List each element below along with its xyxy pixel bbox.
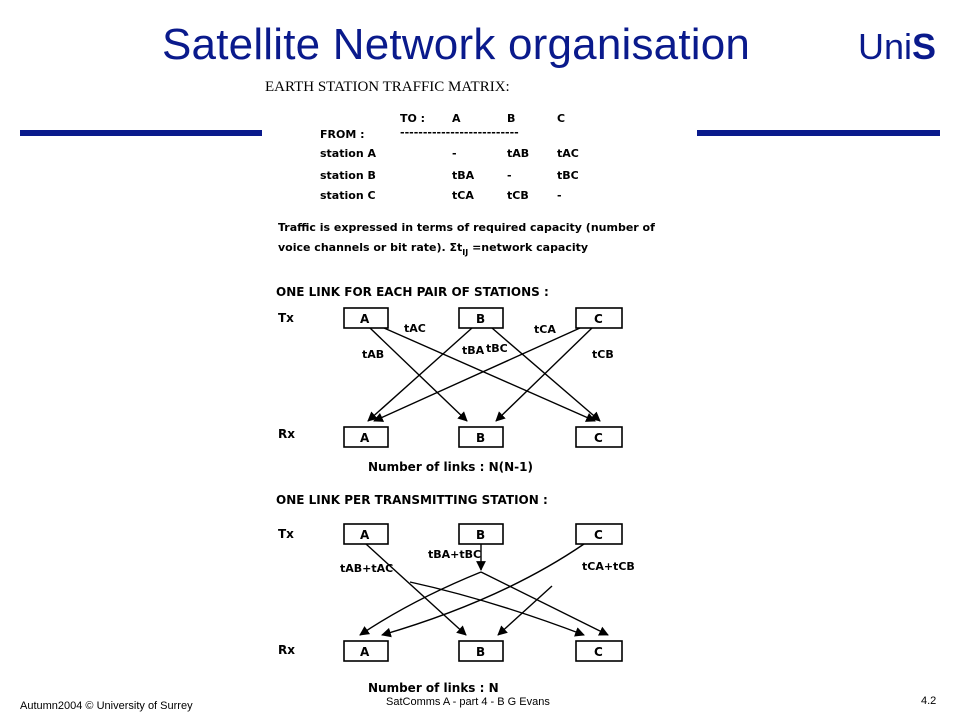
diagram1-tx-a-text: A <box>360 312 370 326</box>
traffic-note-line1: Traffic is expressed in terms of require… <box>278 221 655 234</box>
matrix-row-c-label: station C <box>320 189 376 202</box>
diagram1-tx-station-a <box>343 307 389 329</box>
diagram1-label-tac: tAC <box>404 322 426 335</box>
diagram2-rx-a-text: A <box>360 645 370 659</box>
matrix-cell: tCA <box>452 189 474 202</box>
diagram1-tx-station-b <box>458 307 504 329</box>
matrix-row-a-label: station A <box>320 147 376 160</box>
diagram2-label-b: tBA+tBC <box>428 548 481 561</box>
matrix-col-a: A <box>452 112 461 125</box>
diagram1-rx-station-b <box>458 426 504 448</box>
diagram1-rx-station-c <box>575 426 623 448</box>
diagram2-label-c: tCA+tCB <box>582 560 635 573</box>
slide-title: Satellite Network organisation <box>162 20 751 69</box>
matrix-cell: - <box>557 189 562 202</box>
link-b-to-c <box>480 571 609 636</box>
logo-s-text: S <box>912 26 937 67</box>
matrix-to-label: TO : <box>400 112 425 125</box>
matrix-col-b: B <box>507 112 515 125</box>
traffic-matrix: TO : A B C FROM : ----------------------… <box>320 112 579 202</box>
matrix-cell: tBA <box>452 169 475 182</box>
diagram2-tx-b-text: B <box>476 528 485 542</box>
diagram2-rx-b-text: B <box>476 645 485 659</box>
diagram2-rx-station-a <box>343 640 389 662</box>
unis-logo: UniS <box>858 26 936 68</box>
diagram2-rx-station-c <box>575 640 623 662</box>
diagram1-rx-c-text: C <box>594 431 603 445</box>
matrix-col-c: C <box>557 112 565 125</box>
diagram1-rx-b-text: B <box>476 431 485 445</box>
traffic-note-line2: voice channels or bit rate). ΣtIJ =netwo… <box>278 241 588 257</box>
link-b-to-a <box>367 327 473 422</box>
diagram1-tx-c-text: C <box>594 312 603 326</box>
diagram1-label-tca: tCA <box>534 323 556 336</box>
link-a-to-c <box>409 581 585 637</box>
diagram1-label-tab: tAB <box>362 348 384 361</box>
matrix-cell: - <box>452 147 457 160</box>
diagram2-tx-a-text: A <box>360 528 370 542</box>
matrix-from-label: FROM : <box>320 128 365 141</box>
diagram2-tx-label: Tx <box>278 527 294 541</box>
diagram2-tx-station-c <box>575 523 623 545</box>
diagram2-rx-c-text: C <box>594 645 603 659</box>
diagram1-tx-station-c <box>575 307 623 329</box>
link-b-to-a <box>359 571 482 636</box>
matrix-row-b-label: station B <box>320 169 376 182</box>
link-c-to-b <box>495 327 593 422</box>
traffic-matrix-heading: EARTH STATION TRAFFIC MATRIX: <box>265 79 510 95</box>
diagram1-label-tba: tBA <box>462 344 485 357</box>
diagram2-heading: ONE LINK PER TRANSMITTING STATION : <box>276 493 548 507</box>
page-number: 4.2 <box>921 695 937 707</box>
link-c-to-b <box>497 585 553 636</box>
footer-course: SatComms A - part 4 - B G Evans <box>386 696 550 708</box>
footer-copyright: Autumn2004 © University of Surrey <box>20 700 193 712</box>
diagram1-tx-b-text: B <box>476 312 485 326</box>
diagram1-heading: ONE LINK FOR EACH PAIR OF STATIONS : <box>276 285 549 299</box>
matrix-cell: tAC <box>557 147 579 160</box>
traffic-note-line2-b: =network capacity <box>468 241 588 254</box>
link-a-to-b <box>369 327 468 422</box>
diagram1-caption: Number of links : N(N-1) <box>368 460 533 474</box>
network-figure: TO : A B C FROM : ----------------------… <box>276 112 655 695</box>
diagram1-rx-a-text: A <box>360 431 370 445</box>
diagram2-rx-station-b <box>458 640 504 662</box>
matrix-dashes: -------------------------- <box>400 126 519 139</box>
link-a-to-b <box>365 543 467 636</box>
matrix-cell: - <box>507 169 512 182</box>
matrix-cell: tCB <box>507 189 529 202</box>
diagram2-tx-c-text: C <box>594 528 603 542</box>
diagram1-rx-label: Rx <box>278 427 295 441</box>
title-rule-left <box>20 130 262 136</box>
link-c-to-a <box>373 327 581 422</box>
traffic-note: Traffic is expressed in terms of require… <box>278 221 655 257</box>
matrix-cell: tBC <box>557 169 579 182</box>
diagram2-caption: Number of links : N <box>368 681 499 695</box>
traffic-note-line2-sub: IJ <box>462 248 468 257</box>
link-a-to-c <box>383 327 596 422</box>
diagram1-tx-label: Tx <box>278 311 294 325</box>
link-b-to-c <box>491 327 601 422</box>
logo-uni-text: Uni <box>858 26 913 67</box>
traffic-note-line2-a: voice channels or bit rate). Σt <box>278 241 462 254</box>
matrix-cell: tAB <box>507 147 529 160</box>
diagram2-label-a: tAB+tAC <box>340 562 393 575</box>
pairwise-link-diagram: ONE LINK FOR EACH PAIR OF STATIONS : Tx … <box>276 285 623 474</box>
diagram1-rx-station-a <box>343 426 389 448</box>
per-station-link-diagram: ONE LINK PER TRANSMITTING STATION : Tx R… <box>276 493 635 695</box>
link-c-to-a <box>381 543 585 638</box>
diagram1-label-tbc: tBC <box>486 342 508 355</box>
diagram2-rx-label: Rx <box>278 643 295 657</box>
title-rule-right <box>697 130 940 136</box>
diagram1-label-tcb: tCB <box>592 348 614 361</box>
